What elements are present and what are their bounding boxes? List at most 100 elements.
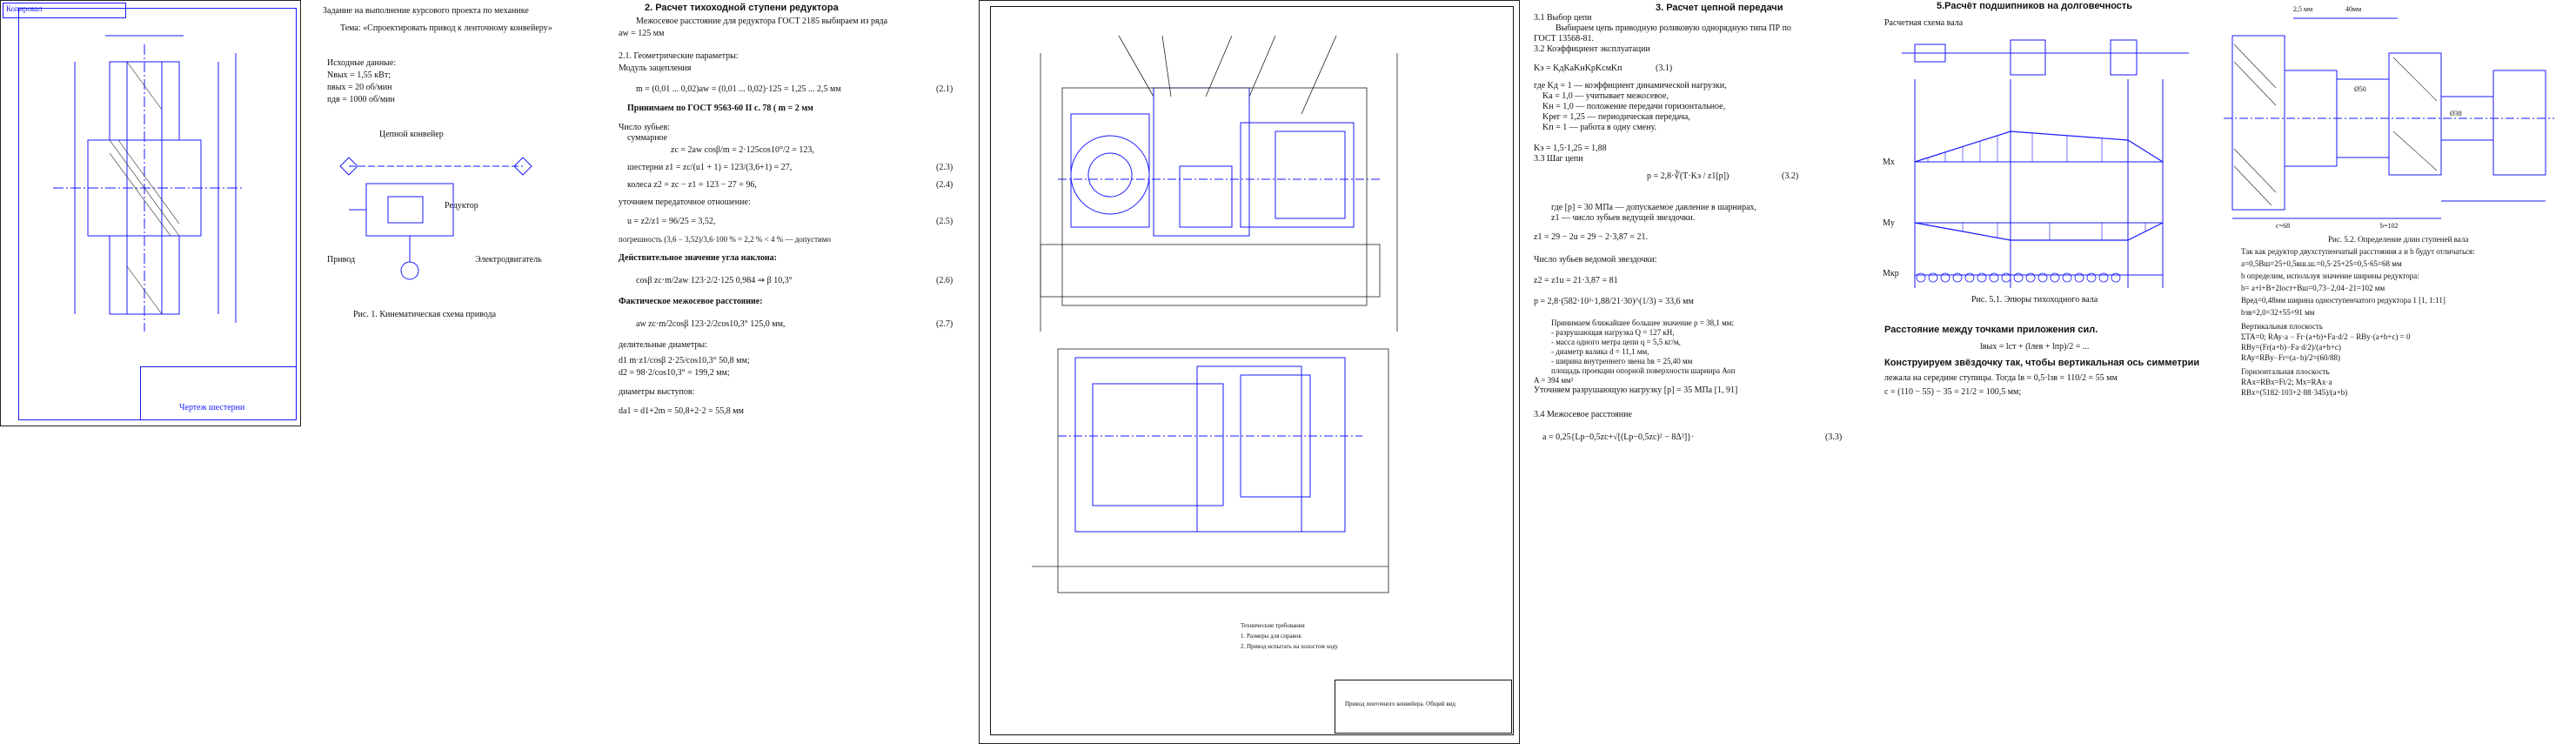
ratio-value: u = z2/z1 = 96/25 = 3,52, — [627, 217, 716, 226]
note-2: 2. Привод испытать на холостом ходу — [1241, 643, 1339, 650]
section-heading: 2. Расчет тихоходной ступени редуктора — [645, 3, 839, 13]
figure-caption: Рис. 5.2. Определение длин ступеней вала — [2328, 235, 2469, 244]
scheme-title: Расчетная схема вала — [1884, 18, 1964, 28]
da-title: диаметры выступов: — [619, 387, 695, 397]
construct-3: c = (110 − 55) − 35 = 21/2 = 100,5 мм; — [1884, 387, 2022, 397]
where-4: Kрег = 1,25 — периодическая передача, — [1542, 112, 1690, 122]
label-mx: Mx — [1883, 158, 1895, 167]
dim-2: 40мм — [2345, 5, 2362, 13]
d1: d1 m·z1/cosβ 2·25/cos10,3° 50,8 мм; — [619, 356, 750, 365]
given-1: Nвых = 1,55 кВт; — [327, 70, 391, 80]
z-pinion: шестерни z1 = zc/(u1 + 1) = 123/(3,6+1) … — [627, 163, 793, 172]
aw-value: aw = 125 мм — [619, 29, 665, 38]
calc-line-8: ΣTA=0; RAy·a − Fr·(a+b)+Fa·d/2 − RBy·(a+… — [2241, 332, 2411, 341]
calc-line-6: bзв=2,0=32+55=91 мм — [2241, 308, 2315, 317]
calc-line-13: RBx=(5182·103+2·88·345)/(a+b) — [2241, 388, 2348, 397]
dist-eq: (3.3) — [1825, 432, 1843, 442]
ke-eq: (3.1) — [1656, 64, 1673, 73]
corner-stamp — [3, 3, 126, 18]
calc-line-7: Вертикальная плоскость — [2241, 322, 2323, 331]
notes-title: Технические требования — [1241, 622, 1305, 629]
intro-text: Межосевое расстояние для редуктора ГОСТ … — [636, 17, 888, 26]
label-my: My — [1883, 218, 1895, 228]
teeth-sub: суммарное — [627, 133, 668, 143]
pitch-where-2: z1 — число зубьев ведущей звездочки. — [1551, 213, 1696, 223]
figure-caption: Рис. 5.1. Эпюры тихоходного вала — [1971, 295, 2098, 305]
assembly-drawing — [1032, 35, 1398, 593]
da: da1 = d1+2m = 50,8+2·2 = 55,8 мм — [619, 406, 744, 416]
accept-6: площадь проекции опорной поверхности шар… — [1551, 366, 1736, 375]
z-wheel-eq: (2.4) — [936, 180, 953, 190]
accept-5: - ширина внутреннего звена bв = 25,40 мм — [1551, 357, 1693, 365]
title-block — [1335, 680, 1512, 734]
accept-7: A = 394 мм² — [1534, 376, 1574, 385]
ratio-title: уточняем передаточное отношение: — [619, 198, 751, 207]
ke-formula: Kэ = KдKаKнKрKсмKп — [1534, 64, 1623, 73]
z-pinion-eq: (2.3) — [936, 163, 953, 172]
ratio-eq: (2.5) — [936, 217, 953, 226]
module-eq-num: (2.1) — [936, 84, 953, 94]
p-value: p = 2,8·(582·10³·1,88/21·30)^(1/3) = 33,… — [1534, 297, 1694, 306]
pitch-title: 3.3 Шаг цепи — [1534, 154, 1583, 164]
note-1: 1. Размеры для справок — [1241, 633, 1301, 640]
dist-title: Расстояние между точками приложения сил. — [1884, 325, 2098, 335]
text-sheet-shaft: 2,5 мм 40мм Ø50 Ø38 c=68 b=102 Рис. 5.2.… — [2223, 0, 2573, 426]
dim-5: c=68 — [2276, 222, 2291, 230]
label-mkr: Mкр — [1883, 269, 1899, 278]
where-3: Kн = 1,0 — положение передачи горизонтал… — [1542, 102, 1726, 111]
construct-1: Конструируем звёздочку так, чтобы вертик… — [1884, 358, 2200, 368]
text-sheet-bearings: 5.Расчёт подшипников на долговечность Ра… — [1875, 0, 2225, 426]
accept-2: - разрушающая нагрузка Q = 127 кН, — [1551, 328, 1675, 337]
corner-stamp-text: Копировал — [6, 4, 43, 13]
accept-4: - диаметр валика d = 11,1 мм, — [1551, 347, 1649, 356]
calc-line-4: b= a+l+B+2lост+Bш=0,73−2,04−21=102 мм — [2241, 284, 2385, 292]
drawing-sheet-assembly: Технические требования 1. Размеры для сп… — [979, 0, 1520, 744]
dim-6: b=102 — [2380, 222, 2399, 230]
module-formula: m = (0,01 ... 0,02)aw = (0,01 ... 0,02)·… — [636, 84, 841, 94]
chain-line-1: 3.1 Выбор цепи — [1534, 13, 1592, 23]
d2: d2 = 98·2/cos10,3° = 199,2 мм; — [619, 368, 730, 378]
text-sheet-gear-calc: 2. Расчет тихоходной ступени редуктора М… — [609, 0, 976, 426]
aw-fact-title: Фактическое межосевое расстояние: — [619, 297, 763, 306]
subsection: 2.1. Геометрические параметры: — [619, 51, 739, 61]
sheet-frame — [990, 6, 1514, 735]
kinematic-scheme — [339, 157, 532, 280]
shaft-drawing — [2224, 17, 2554, 219]
calc-line-11: Горизонтальная плоскость — [2241, 367, 2330, 376]
dd-title: делительные диаметры: — [619, 340, 707, 350]
title-block — [140, 366, 297, 420]
chain-line-3: ГОСТ 13568-81. — [1534, 34, 1594, 44]
module-title: Модуль зацепления — [619, 64, 692, 73]
z-wheel: колеса z2 = zc − z1 = 123 − 27 = 96, — [627, 180, 757, 190]
accept-module: Принимаем по ГОСТ 9563-60 II с. 78 ( m =… — [627, 104, 813, 113]
given-title: Исходные данные: — [327, 58, 397, 68]
where-5: Kп = 1 — работа в одну смену. — [1542, 123, 1656, 132]
accept-3: - масса одного метра цепи q = 5,5 кг/м, — [1551, 338, 1681, 346]
title-block-text: Привод ленточного конвейера. Общий вид — [1345, 700, 1455, 707]
calc-line-1: Так как редуктор двухступенчатый расстоя… — [2241, 247, 2475, 256]
calc-line-2: a=0,5Bш=25+0,5вш.ш.=0,5·25+25=0,5·65=68 … — [2241, 259, 2402, 268]
ke-value: Kэ = 1,5·1,25 = 1,88 — [1534, 144, 1607, 153]
text-sheet-chain: 3. Расчет цепной передачи 3.1 Выбор цепи… — [1524, 0, 1874, 454]
shaft-diagrams — [1902, 39, 2189, 288]
gear-drawing — [53, 35, 244, 332]
calc-line-3: b определим, используя значение ширины р… — [2241, 271, 2419, 280]
dist-formula: a = 0,25{Lp−0,5zc+√[(Lp−0,5zc)² − 8Δ²]}· — [1542, 432, 1695, 442]
where-1: где Kд = 1 — коэффициент динамической на… — [1534, 81, 1727, 90]
drawing-sheet-gear: Копировал Чертеж шестерни — [0, 0, 301, 426]
angle-formula: cosβ zc·m/2aw 123·2/2·125 0,984 ⇒ β 10,3… — [636, 276, 793, 285]
dim-1: 2,5 мм — [2293, 5, 2313, 13]
refine: Уточняем разрушающую нагрузку [p] = 35 М… — [1534, 385, 1738, 395]
aw-fact-eq: (2.7) — [936, 319, 953, 329]
assignment-line-1: Задание на выполнение курсового проекта … — [323, 6, 529, 16]
given-3: nдв = 1000 об/мин — [327, 95, 395, 104]
dim-4: Ø38 — [2450, 110, 2462, 117]
label-reducer: Редуктор — [445, 201, 478, 211]
pitch-eq: (3.2) — [1782, 171, 1799, 181]
section-heading: 3. Расчет цепной передачи — [1656, 3, 1783, 13]
title-block-text: Чертеж шестерни — [179, 403, 245, 412]
chain-line-4: 3.2 Коэффициент эксплуатации — [1534, 44, 1650, 54]
calc-line-12: RAx=RBx=Ft/2; Mx=RAx·a — [2241, 378, 2332, 386]
z2-title: Число зубьев ведомой звездочки: — [1534, 255, 1657, 265]
aw-fact: aw zc·m/2cosβ 123·2/2cos10,3° 125,0 мм, — [636, 319, 786, 329]
